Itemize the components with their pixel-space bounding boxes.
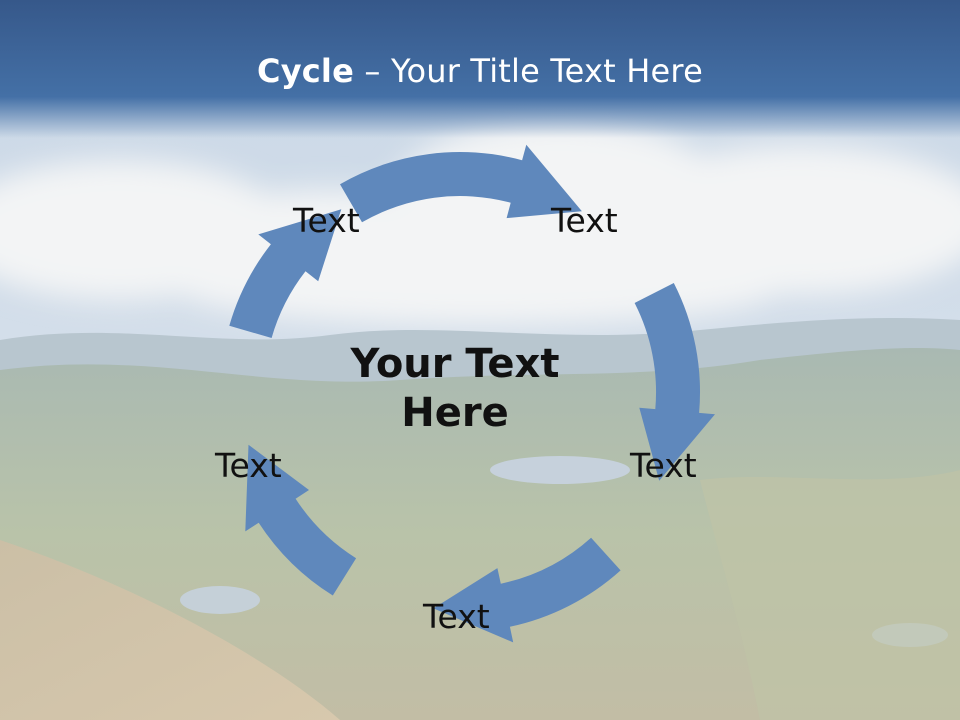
center-line-2: Here xyxy=(401,389,509,436)
arrow-right xyxy=(634,283,715,481)
center-text: Your Text Here xyxy=(330,340,580,438)
slide-title: Cycle – Your Title Text Here xyxy=(0,52,960,90)
node-label-right: Text xyxy=(630,446,697,485)
center-line-1: Your Text xyxy=(350,341,560,387)
title-rest: – Your Title Text Here xyxy=(354,52,703,90)
title-bold: Cycle xyxy=(257,52,354,90)
node-label-top-right: Text xyxy=(551,201,618,240)
title-bar xyxy=(0,0,960,138)
node-label-bottom: Text xyxy=(423,597,490,636)
node-label-top-left: Text xyxy=(293,201,360,240)
arrow-bottom-right xyxy=(433,537,621,643)
node-label-left: Text xyxy=(215,446,282,485)
arrow-top xyxy=(340,144,582,223)
arrow-bottom-left xyxy=(245,444,357,596)
arrow-left xyxy=(229,209,342,338)
